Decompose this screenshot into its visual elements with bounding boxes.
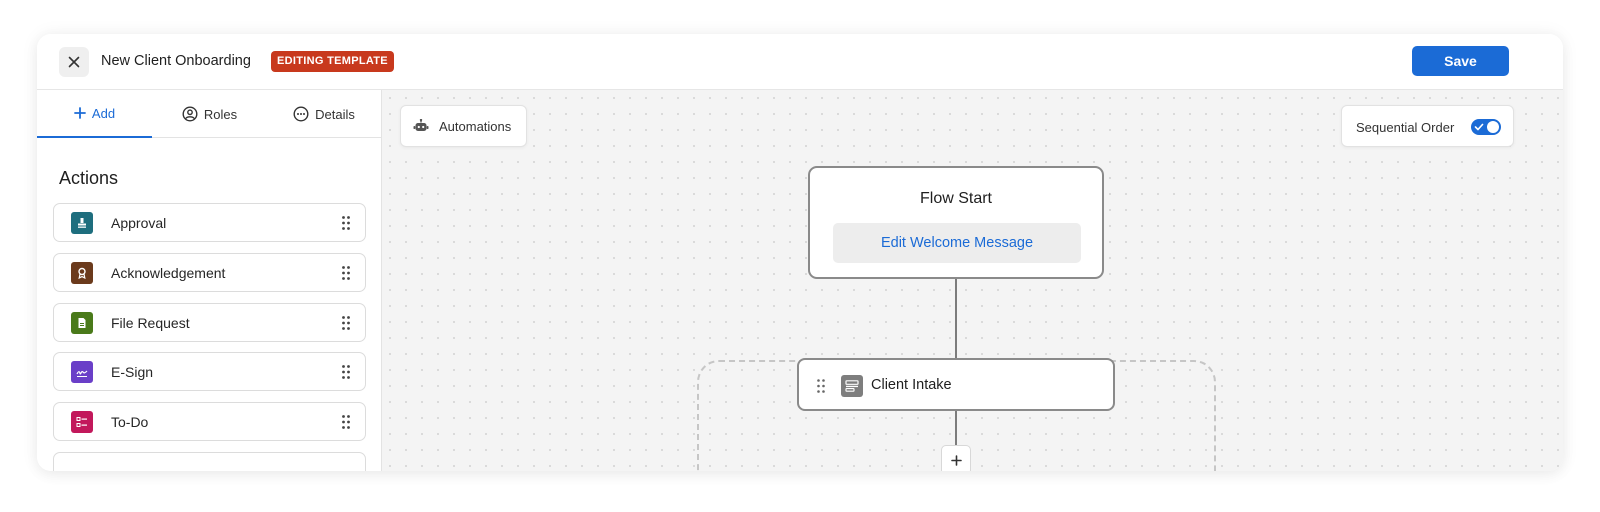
action-item-e-sign[interactable]: E-Sign — [53, 352, 366, 391]
sidebar-tabs: Add Roles Details — [37, 90, 381, 138]
check-icon — [1474, 123, 1484, 131]
checklist-icon — [71, 410, 93, 433]
action-item-to-do[interactable]: To-Do — [53, 402, 366, 441]
save-button[interactable]: Save — [1412, 46, 1509, 76]
action-item-acknowledgement[interactable]: Acknowledgement — [53, 253, 366, 292]
tab-details[interactable]: Details — [267, 90, 381, 138]
flow-start-title: Flow Start — [919, 190, 992, 207]
automations-button[interactable]: Automations — [400, 105, 527, 147]
sequential-order-label: Sequential Order — [1356, 120, 1455, 135]
actions-heading: Actions — [59, 168, 119, 188]
user-circle-icon — [182, 106, 198, 122]
action-item-partial[interactable] — [53, 452, 366, 471]
step-label: Client Intake — [871, 377, 952, 393]
connector-line — [955, 279, 957, 359]
drag-handle-icon[interactable] — [341, 315, 351, 331]
flow-canvas[interactable]: Automations Sequential Order Flow Start … — [382, 90, 1563, 471]
award-icon — [71, 261, 93, 284]
sequential-order-toggle[interactable] — [1471, 119, 1501, 135]
tab-roles[interactable]: Roles — [152, 90, 267, 138]
status-badge: EDITING TEMPLATE — [271, 51, 394, 72]
stamp-icon — [71, 211, 93, 234]
action-item-approval[interactable]: Approval — [53, 203, 366, 242]
step-node-client-intake[interactable]: Client Intake — [797, 358, 1115, 411]
action-label: File Request — [111, 314, 190, 331]
drag-handle-icon[interactable] — [816, 378, 826, 394]
drag-handle-icon[interactable] — [341, 364, 351, 380]
plus-icon — [950, 454, 962, 466]
action-label: Approval — [111, 214, 167, 231]
file-icon — [71, 311, 93, 334]
add-step-button[interactable] — [941, 445, 971, 471]
drag-handle-icon[interactable] — [341, 265, 351, 281]
page-title: New Client Onboarding — [101, 53, 251, 69]
connector-line — [955, 411, 957, 471]
robot-icon — [413, 119, 429, 131]
edit-welcome-message-button[interactable]: Edit Welcome Message — [833, 223, 1081, 263]
tab-roles-label: Roles — [203, 106, 238, 122]
flow-start-node[interactable]: Flow Start Edit Welcome Message — [808, 166, 1104, 279]
toggle-knob — [1487, 121, 1499, 133]
close-button[interactable] — [59, 47, 89, 77]
action-item-file-request[interactable]: File Request — [53, 303, 366, 342]
drag-handle-icon[interactable] — [341, 215, 351, 231]
action-label: Acknowledgement — [111, 264, 226, 281]
sequential-order-control: Sequential Order — [1341, 105, 1514, 147]
drag-handle-icon[interactable] — [341, 414, 351, 430]
action-label: To-Do — [111, 413, 149, 430]
signature-icon — [71, 360, 93, 383]
editor-window: New Client Onboarding EDITING TEMPLATE S… — [37, 34, 1563, 471]
automations-label: Automations — [439, 118, 512, 134]
more-circle-icon — [293, 106, 309, 122]
tab-add-label: Add — [91, 105, 116, 121]
tab-add[interactable]: Add — [37, 90, 152, 138]
header: New Client Onboarding EDITING TEMPLATE S… — [37, 34, 1563, 90]
plus-icon — [74, 107, 86, 119]
form-icon — [841, 375, 863, 397]
close-icon — [68, 56, 80, 68]
tab-details-label: Details — [315, 106, 355, 122]
sidebar: Add Roles Details Actions — [37, 90, 382, 471]
action-label: E-Sign — [111, 363, 154, 380]
